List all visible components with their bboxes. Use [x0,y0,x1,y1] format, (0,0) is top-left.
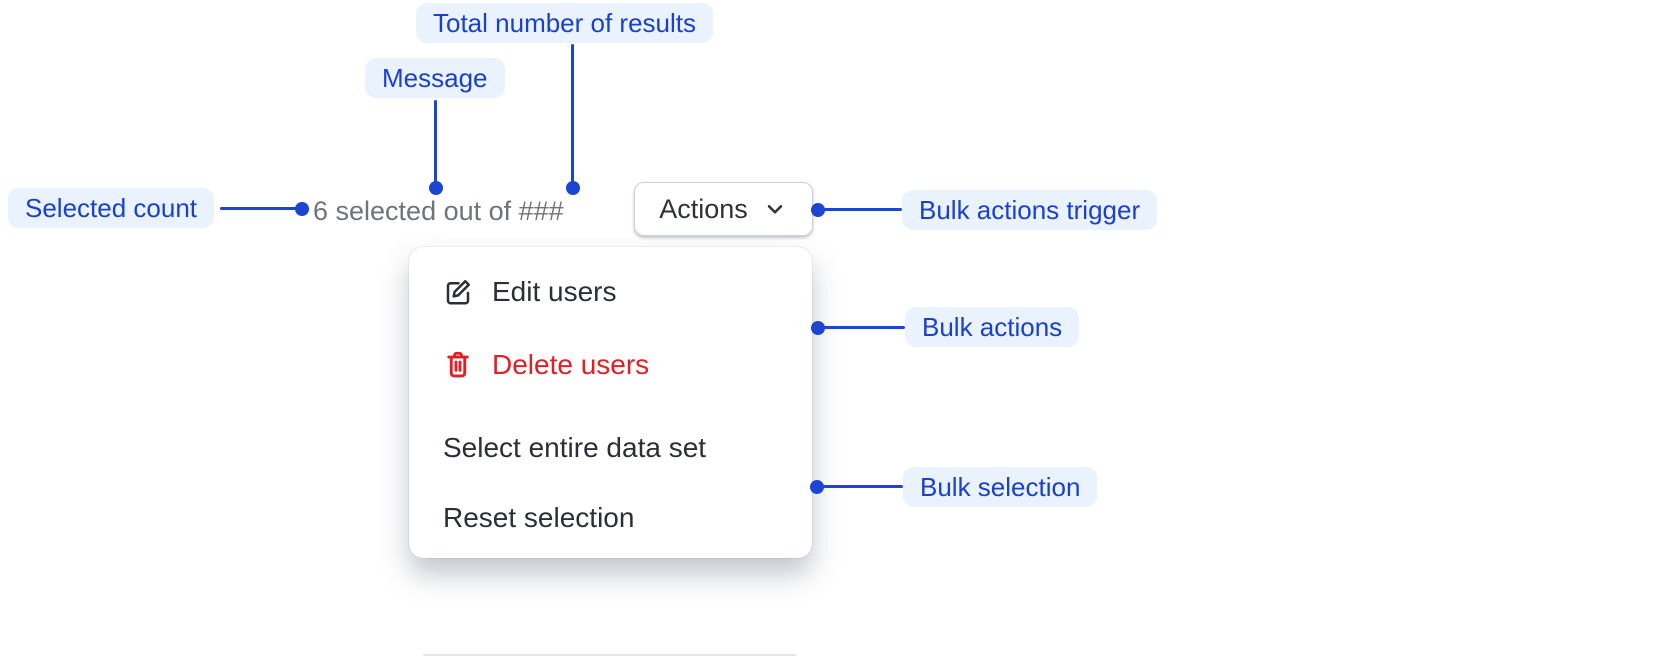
annotation-selected-count: Selected count [8,188,215,228]
annotation-bulk-selection: Bulk selection [903,467,1098,507]
connector-dot-bulk-actions [811,321,825,335]
menu-item-label: Delete users [492,349,650,380]
connector-dot-total-results [566,181,580,195]
bulk-actions-menu: Edit users Delete users Select entire da… [409,247,812,656]
connector-total-results [571,44,574,188]
chevron-down-icon [762,196,788,222]
connector-bulk-actions-trigger [824,208,902,211]
menu-item-reset-selection[interactable]: Reset selection [409,491,812,545]
menu-item-label: Select entire data set [443,432,707,463]
menu-item-label: Edit users [492,276,617,307]
connector-message [434,100,437,188]
connector-bulk-actions [824,326,905,329]
connector-dot-bulk-selection [810,480,824,494]
edit-icon [443,277,473,307]
connector-bulk-selection [823,485,903,488]
annotation-bulk-actions-trigger: Bulk actions trigger [902,190,1158,230]
selected-count-message: 6 selected out of ### [313,196,564,226]
menu-item-delete-users[interactable]: Delete users [409,338,812,392]
annotation-message: Message [365,58,505,98]
bulk-actions-trigger-button[interactable]: Actions [634,182,813,236]
menu-item-label: Reset selection [443,502,635,533]
connector-selected-count [220,207,298,210]
connector-dot-selected-count [295,202,309,216]
annotation-total-results: Total number of results [416,3,714,43]
connector-dot-message [429,181,443,195]
bulk-actions-trigger-label: Actions [659,193,748,224]
menu-item-edit-users[interactable]: Edit users [409,265,812,319]
annotation-bulk-actions: Bulk actions [905,307,1080,347]
menu-item-select-entire-data-set[interactable]: Select entire data set [409,421,812,475]
trash-icon [443,350,473,380]
connector-dot-bulk-actions-trigger [811,203,825,217]
